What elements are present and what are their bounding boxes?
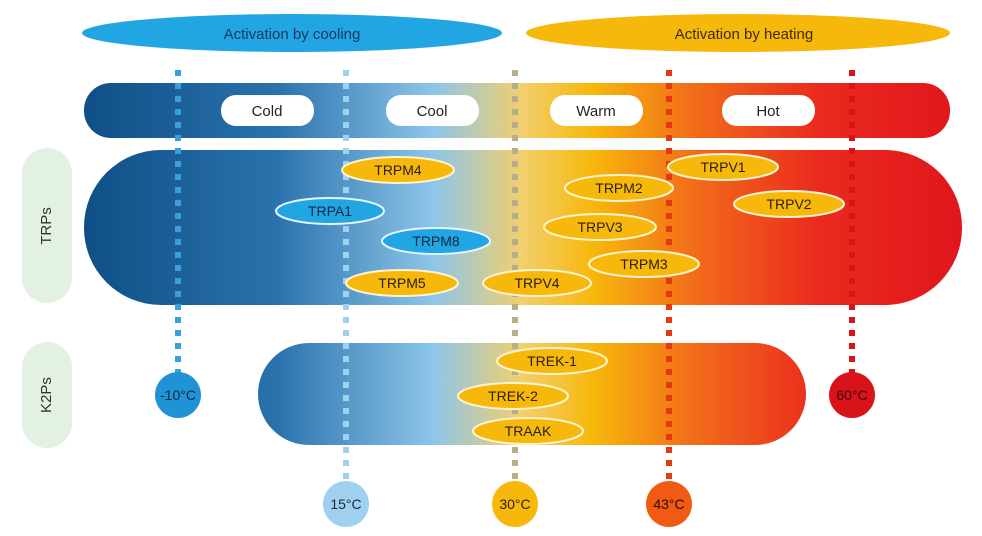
zone-hot-label: Hot (756, 103, 780, 120)
zone-cold (221, 95, 314, 126)
temp-label-15: 15°C (330, 496, 361, 512)
temp-circle-43 (646, 481, 692, 527)
channel-trpm2 (564, 174, 674, 202)
trps-group-label: TRPs (38, 207, 55, 245)
temp-label-minus10: -10°C (160, 387, 196, 403)
temp-circle-minus10 (155, 372, 201, 418)
zone-cool-label: Cool (417, 103, 448, 120)
channel-trpm4-label: TRPM4 (374, 162, 422, 178)
channel-trpm5-label: TRPM5 (378, 275, 426, 291)
channel-traak-label: TRAAK (505, 423, 552, 439)
channel-trek2-label: TREK-2 (488, 388, 538, 404)
trps-group-label-bg (22, 148, 72, 303)
channel-trpv2 (733, 190, 845, 218)
zone-warm-label: Warm (576, 103, 615, 120)
zone-cold-label: Cold (252, 103, 283, 120)
channel-trpm4 (341, 156, 455, 184)
channel-trpm2-label: TRPM2 (595, 180, 643, 196)
temp-circle-30 (492, 481, 538, 527)
zone-cool (386, 95, 479, 126)
temp-label-60: 60°C (836, 387, 867, 403)
channel-trpv4 (482, 269, 592, 297)
zone-hot (722, 95, 815, 126)
cooling-banner-label: Activation by cooling (224, 26, 361, 43)
channel-trpv2-label: TRPV2 (766, 196, 811, 212)
channel-trpm3-label: TRPM3 (620, 256, 668, 272)
channel-trpv1 (667, 153, 779, 181)
channel-trpa1 (275, 197, 385, 225)
channel-trpv1-label: TRPV1 (700, 159, 745, 175)
channel-traak (472, 417, 584, 445)
channel-trpm3 (588, 250, 700, 278)
channel-trpv3 (543, 213, 657, 241)
temp-circle-60 (829, 372, 875, 418)
channel-trek2 (457, 382, 569, 410)
temp-label-30: 30°C (499, 496, 530, 512)
channel-trek1-label: TREK-1 (527, 353, 577, 369)
channel-trpm8-label: TRPM8 (412, 233, 460, 249)
channel-trpm8 (381, 227, 491, 255)
k2ps-group-label-bg (22, 342, 72, 448)
channel-trpa1-label: TRPA1 (308, 203, 352, 219)
heating-banner (526, 14, 950, 52)
temp-circle-15 (323, 481, 369, 527)
temp-label-43: 43°C (653, 496, 684, 512)
channel-trpm5 (345, 269, 459, 297)
cooling-banner (82, 14, 502, 52)
k2ps-group-label: K2Ps (38, 377, 55, 413)
channel-trpv3-label: TRPV3 (577, 219, 622, 235)
trp-band (84, 150, 962, 305)
heating-banner-label: Activation by heating (675, 26, 813, 43)
channel-trek1 (496, 347, 608, 375)
zone-warm (550, 95, 643, 126)
channel-trpv4-label: TRPV4 (514, 275, 559, 291)
